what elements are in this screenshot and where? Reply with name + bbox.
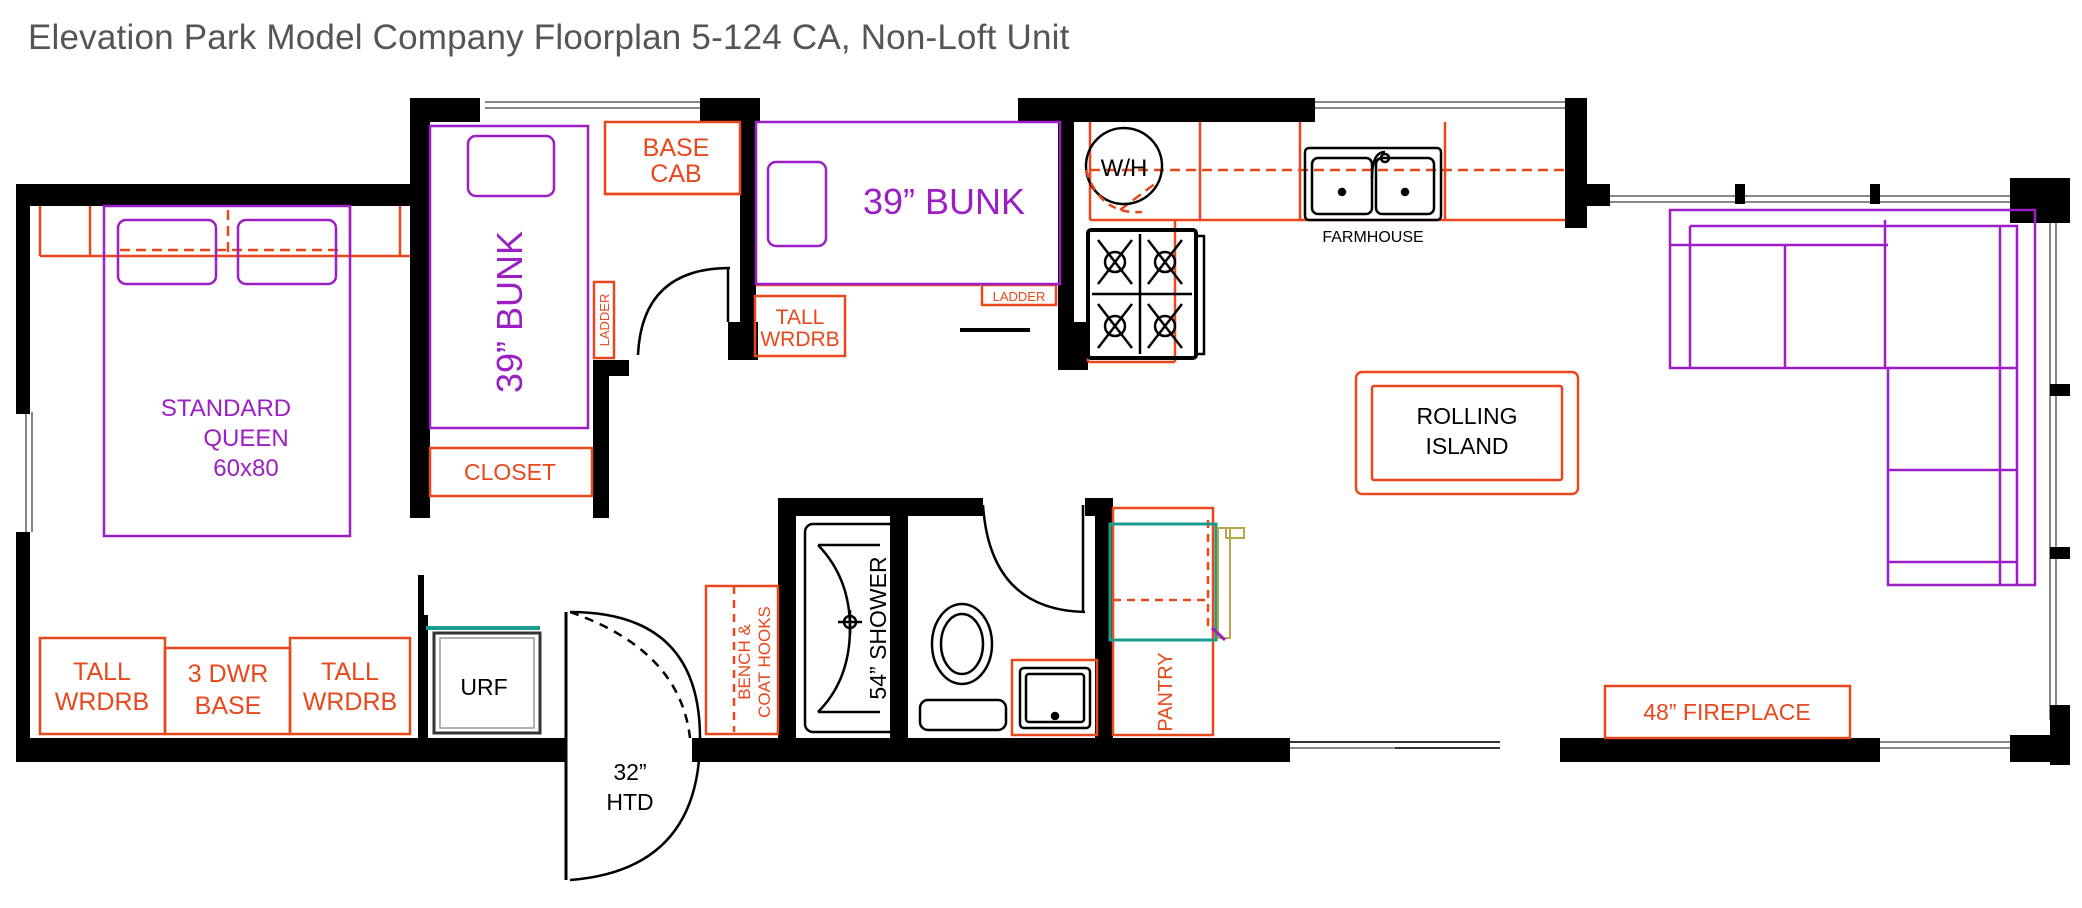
pillow-left: [116, 218, 218, 286]
base-cab-label-line2: CAB: [650, 160, 701, 188]
bunk-horizontal: [754, 120, 1062, 286]
tall-wrdrb-left-label-line1: TALL: [73, 658, 131, 686]
bunk-wrdrb-label-line1: TALL: [776, 306, 825, 329]
bench-label-line1: BENCH &: [735, 624, 754, 700]
sectional-sofa: [1668, 208, 2037, 587]
rolling-island-label-line1: ROLLING: [1417, 403, 1518, 429]
base-cab-label-line1: BASE: [643, 134, 710, 162]
pillow-right: [236, 218, 338, 286]
urf-label: URF: [460, 674, 507, 700]
page-title: Elevation Park Model Company Floorplan 5…: [28, 18, 1070, 57]
fireplace-label: 48” FIREPLACE: [1643, 699, 1810, 725]
fixtures: [803, 126, 1443, 734]
water-heater-icon: [1084, 126, 1164, 206]
tall-wrdrb-left-label-line2: WRDRB: [55, 688, 149, 716]
bed-frame: [102, 204, 352, 538]
entry-door-swing: [569, 610, 702, 882]
fridge-urf: [426, 626, 542, 735]
door-swings: [564, 169, 1143, 882]
bunk-wrdrb-label-line2: WRDRB: [760, 328, 839, 351]
bathroom-door-swing: [981, 504, 1086, 614]
rolling-island-label-line2: ISLAND: [1425, 433, 1508, 459]
sliding-door: [1290, 741, 1500, 749]
ladder-2-label: LADDER: [993, 289, 1046, 304]
farmhouse-sink-icon: [1303, 146, 1443, 222]
bunk-horizontal-label: 39” BUNK: [863, 181, 1025, 222]
tall-wrdrb-right-label-line1: TALL: [321, 658, 379, 686]
bunk-vertical: [428, 124, 590, 430]
door-label-line1: 32”: [613, 759, 646, 785]
pantry-label: PANTRY: [1155, 652, 1177, 731]
tall-wrdrb-right-label-line2: WRDRB: [303, 688, 397, 716]
urf-icon: [432, 631, 542, 735]
ladder-box-1: [592, 280, 616, 360]
toilet-icon: [930, 602, 994, 686]
bed-label-line1: STANDARD: [161, 395, 291, 422]
ladder-1-label: LADDER: [597, 294, 612, 347]
bunk-vertical-label: 39” BUNK: [489, 231, 530, 393]
furniture: [102, 120, 2037, 587]
walls: [16, 98, 2070, 765]
shower-label: 54” SHOWER: [865, 556, 891, 699]
water-heater-label: W/H: [1101, 155, 1148, 182]
vanity-sink-icon: [1018, 666, 1092, 730]
bed-label-line3: 60x80: [213, 455, 278, 482]
bench-label-line2: COAT HOOKS: [755, 606, 774, 718]
door-label-line2: HTD: [606, 789, 653, 815]
bed-label-line2: QUEEN: [203, 425, 288, 452]
washer-dryer: [1108, 522, 1245, 642]
rolling-island-outer: [1354, 370, 1580, 496]
dwr-base-label-line2: BASE: [195, 692, 262, 720]
farmhouse-label: FARMHOUSE: [1322, 229, 1423, 246]
closet-label: CLOSET: [464, 459, 556, 485]
dwr-base-label-line1: 3 DWR: [188, 660, 269, 688]
shower-pan-icon: [803, 522, 901, 734]
